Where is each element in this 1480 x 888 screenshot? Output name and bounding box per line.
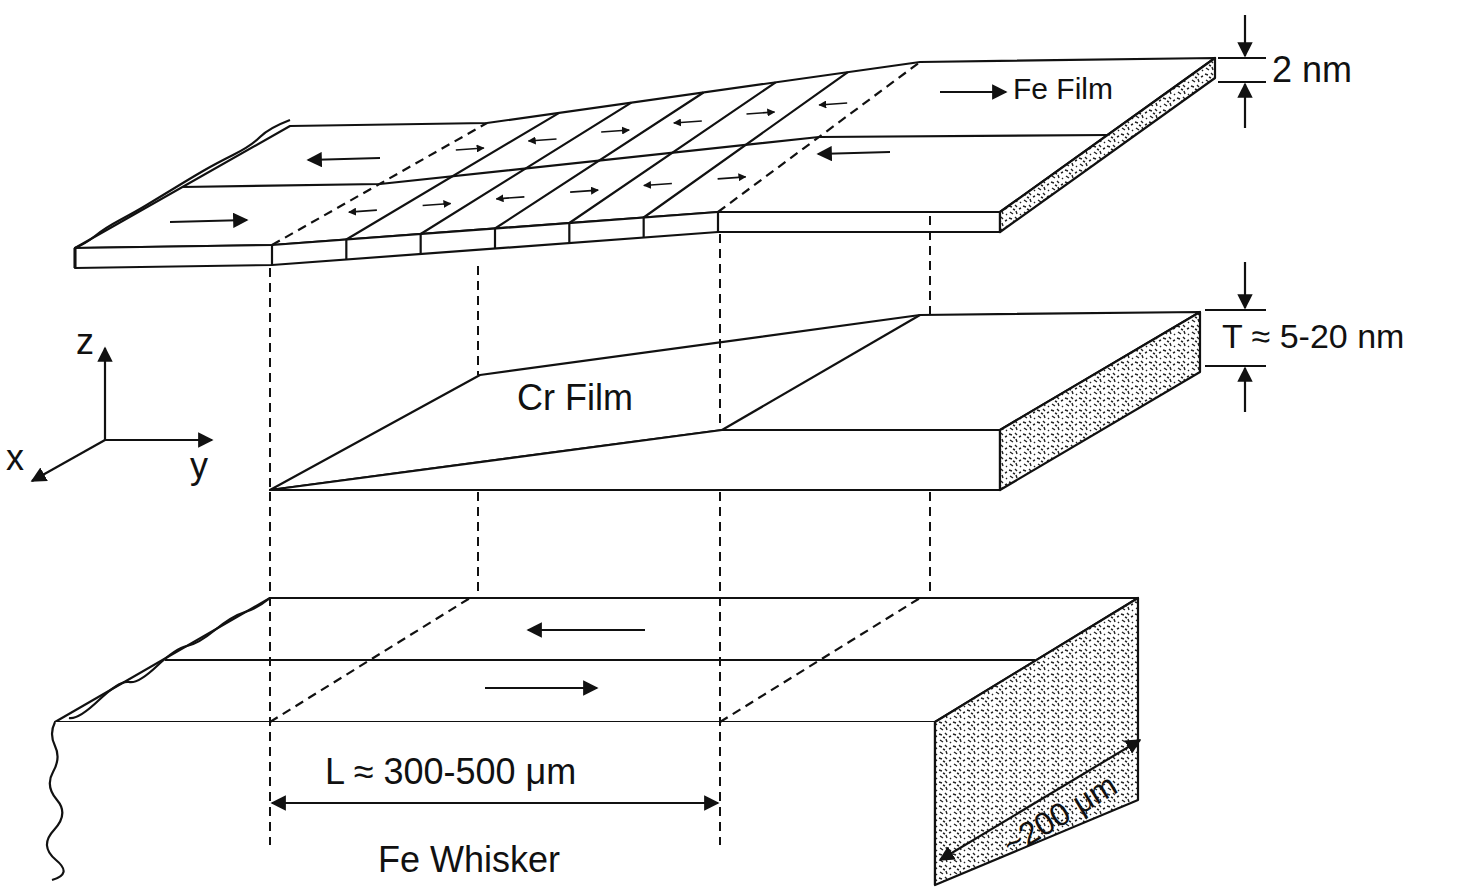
domain-arrow [570, 190, 598, 192]
domain-arrow [644, 184, 672, 186]
fe-whisker [47, 598, 1138, 888]
projection-lines [270, 216, 930, 845]
axis-label: x [6, 438, 24, 478]
domain-wall [421, 103, 632, 254]
domain-arrow [747, 112, 775, 114]
fe-film-slab [75, 58, 1215, 268]
domain-arrow [423, 204, 451, 206]
dimension-label: 2 nm [1272, 50, 1352, 90]
domain-arrow [349, 210, 377, 212]
axis-label: y [190, 446, 208, 486]
thickness-dimension [1218, 15, 1266, 128]
domain-arrow [819, 103, 847, 105]
film-domain-arrows [170, 92, 1006, 222]
domain-arrow [496, 197, 524, 199]
part-name: Cr Film [517, 378, 633, 418]
length-dimension [272, 802, 718, 804]
domain-wall [346, 113, 559, 260]
film-domain-cells [346, 72, 848, 259]
domain-wall [495, 93, 704, 249]
part-name: Fe Film [1013, 72, 1113, 105]
part-name: Fe Whisker [378, 840, 560, 880]
domain-arrow [601, 130, 629, 132]
dimension-label: L ≈ 300-500 μm [325, 752, 576, 792]
domain-arrow [456, 148, 484, 150]
domain-wall [644, 72, 848, 237]
dimension-label: ~200 μm [997, 767, 1123, 862]
domain-arrow [674, 121, 702, 123]
dimension-label: T ≈ 5-20 nm [1222, 318, 1404, 355]
cr-film-wedge [270, 312, 1200, 490]
domain-arrow [529, 139, 557, 141]
coordinate-axes [32, 348, 212, 481]
domain-arrow [718, 177, 746, 179]
axis-label: z [76, 322, 94, 362]
domain-wall [569, 82, 775, 243]
